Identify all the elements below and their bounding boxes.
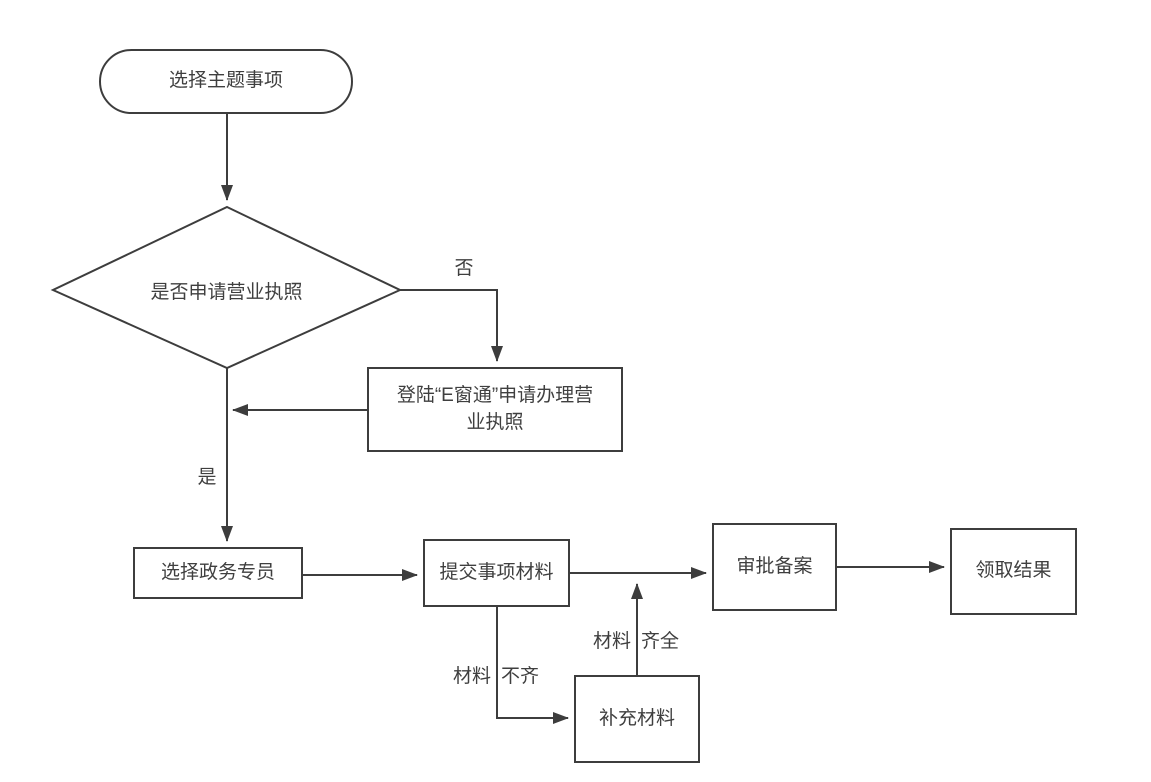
node-supplement-label: 补充材料 <box>598 707 675 729</box>
node-approve: 审批备案 <box>712 523 837 611</box>
edge-decision-to-elogin <box>400 289 503 362</box>
edge-label-no: 否 <box>454 258 474 279</box>
node-decision-label: 是否申请营业执照 <box>150 281 303 303</box>
node-start: 选择主题事项 <box>99 49 353 114</box>
edge-label-yes: 是 <box>197 467 217 488</box>
node-result: 领取结果 <box>950 528 1077 615</box>
decision-diamond-shape <box>50 205 403 370</box>
node-decision: 是否申请营业执照 <box>53 276 400 304</box>
node-start-label: 选择主题事项 <box>168 70 283 92</box>
edge-label-complete-right: 齐全 <box>641 631 680 652</box>
edge-submit-to-supplement <box>496 607 569 724</box>
node-supplement: 补充材料 <box>574 675 700 763</box>
node-elogin: 登陆“E窗通”申请办理营 业执照 <box>367 367 623 452</box>
edge-label-incomplete-right: 不齐 <box>501 666 540 687</box>
node-elogin-label: 登陆“E窗通”申请办理营 业执照 <box>397 383 593 436</box>
edge-label-complete-left: 材料 <box>592 631 631 652</box>
node-specialist: 选择政务专员 <box>133 547 303 599</box>
node-submit: 提交事项材料 <box>423 539 570 607</box>
node-approve-label: 审批备案 <box>736 555 813 577</box>
node-submit-label: 提交事项材料 <box>439 561 554 583</box>
node-result-label: 领取结果 <box>975 560 1052 582</box>
node-specialist-label: 选择政务专员 <box>160 561 275 583</box>
node-elogin-line1: 登陆“E窗通”申请办理营 <box>396 384 594 406</box>
node-elogin-line2: 业执照 <box>466 411 524 433</box>
edge-label-incomplete-left: 材料 <box>452 666 491 687</box>
